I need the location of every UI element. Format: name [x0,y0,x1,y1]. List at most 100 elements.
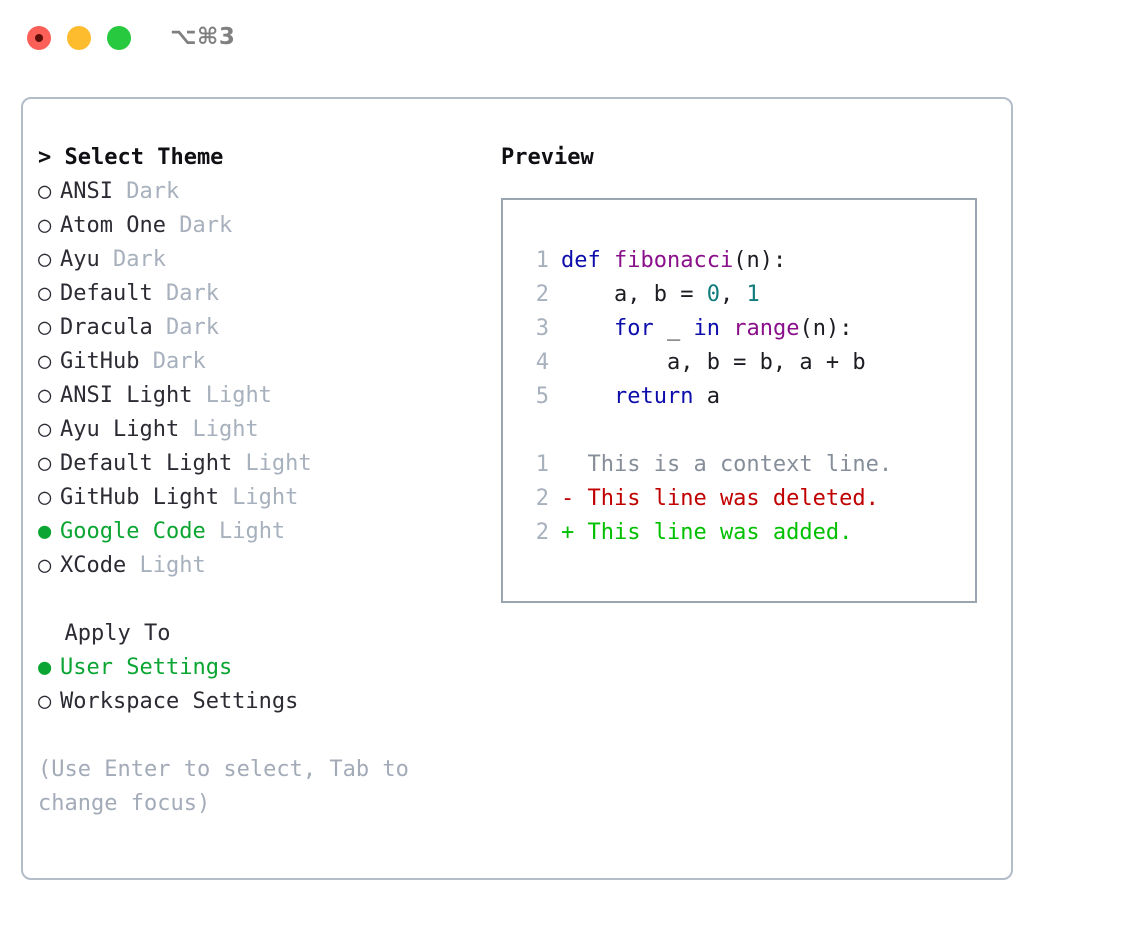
apply-to-option[interactable]: ○Workspace Settings [38,685,488,719]
radio-unselected-icon: ○ [38,383,52,408]
code-token: (n): [799,316,853,341]
maximize-button[interactable] [107,26,131,50]
apply-to-header: Apply To [38,621,171,646]
theme-variant: Dark [126,179,180,204]
preview-title: Preview [501,145,594,170]
select-theme-header: > Select Theme [38,145,224,170]
apply-to-label: Workspace Settings [60,689,299,714]
apply-to-label: User Settings [60,655,233,680]
list-spacer [38,583,488,617]
code-token: _ [653,316,694,341]
theme-list[interactable]: ○ANSI Dark○Atom One Dark○Ayu Dark○Defaul… [38,175,488,583]
line-number: 4 [535,350,549,375]
theme-variant: Dark [179,213,233,238]
theme-name: ANSI Light [60,383,206,408]
code-line: 3 for _ in range(n): [523,312,975,346]
theme-variant: Light [205,383,272,408]
theme-variant: Dark [112,247,166,272]
title-bar: ⌥⌘3 [0,0,1140,78]
theme-variant: Light [192,417,259,442]
theme-variant: Light [245,451,312,476]
code-token [561,316,614,341]
theme-name: XCode [60,553,140,578]
apply-to-list[interactable]: ● User Settings ○Workspace Settings [38,651,488,719]
theme-list-item[interactable]: ○ Ayu Dark [38,243,488,277]
line-number: 2 [535,282,549,307]
theme-list-item[interactable]: ○ANSI Dark [38,175,488,209]
code-token: def [561,248,614,273]
theme-list-item[interactable]: ○ GitHub Light Light [38,481,488,515]
code-token [720,316,733,341]
shortcut-label: ⌥⌘3 [170,24,236,50]
radio-selected-icon: ● [38,519,52,544]
radio-selected-icon: ● [38,655,52,680]
code-line: 2 a, b = 0, 1 [523,278,975,312]
minimize-button[interactable] [67,26,91,50]
theme-list-item[interactable]: ○ Atom One Dark [38,209,488,243]
diff-preview: 1 This is a context line. 2- This line wa… [523,448,975,550]
theme-list-item[interactable]: ○ ANSI Light Light [38,379,488,413]
theme-name: Default [60,281,166,306]
theme-list-item[interactable]: ○ Dracula Dark [38,311,488,345]
line-number: 2 [535,486,549,511]
radio-unselected-icon: ○ [38,281,52,306]
close-button[interactable] [27,26,51,50]
theme-list-item[interactable]: ●Google Code Light [38,515,488,549]
theme-list-item[interactable]: ○ Default Light Light [38,447,488,481]
traffic-lights [27,26,131,50]
theme-name: GitHub Light [60,485,233,510]
radio-unselected-icon: ○ [38,417,52,442]
code-token: a, b = b, a + b [561,350,866,375]
code-line: 1 def fibonacci(n): [523,244,975,278]
apply-to-option[interactable]: ● User Settings [38,651,488,685]
code-token: a [693,384,720,409]
theme-variant: Dark [165,315,219,340]
theme-name: Dracula [60,315,166,340]
diff-text: + This line was added. [561,520,853,545]
code-token: a, b = [561,282,707,307]
theme-name: Default Light [60,451,246,476]
theme-list-item[interactable]: ○ Ayu Light Light [38,413,488,447]
code-token: (n): [733,248,787,273]
radio-unselected-icon: ○ [38,485,52,510]
diff-gap [523,414,975,448]
diff-text: This is a context line. [561,452,893,477]
code-token: for [613,316,654,341]
code-token: range [733,316,800,341]
line-number: 1 [535,452,549,477]
radio-unselected-icon: ○ [38,213,52,238]
line-number: 1 [535,248,549,273]
code-token [561,384,614,409]
radio-unselected-icon: ○ [38,451,52,476]
theme-list-item[interactable]: ○XCode Light [38,549,488,583]
code-token: fibonacci [613,248,734,273]
radio-unselected-icon: ○ [38,349,52,374]
theme-name: ANSI [60,179,127,204]
theme-list-item[interactable]: ○ Default Dark [38,277,488,311]
theme-name: Atom One [60,213,180,238]
theme-name: GitHub [60,349,153,374]
theme-name: Ayu Light [60,417,193,442]
code-line: 4 a, b = b, a + b [523,346,975,380]
diff-line: 2- This line was deleted. [523,482,975,516]
theme-variant: Dark [165,281,219,306]
code-line: 5 return a [523,380,975,414]
radio-unselected-icon: ○ [38,553,52,578]
theme-variant: Dark [152,349,206,374]
line-number: 5 [535,384,549,409]
line-number: 2 [535,520,549,545]
theme-name: Google Code [60,519,219,544]
theme-list-item[interactable]: ○ GitHub Dark [38,345,488,379]
main-panel: > Select Theme ○ANSI Dark○Atom One Dark○… [21,97,1013,880]
radio-unselected-icon: ○ [38,315,52,340]
theme-name: Ayu [60,247,113,272]
theme-variant: Light [232,485,299,510]
diff-line: 2 + This line was added. [523,516,975,550]
radio-unselected-icon: ○ [38,247,52,272]
code-token: 1 [746,282,760,307]
line-number: 3 [535,316,549,341]
theme-selector-column: > Select Theme ○ANSI Dark○Atom One Dark○… [38,141,488,821]
